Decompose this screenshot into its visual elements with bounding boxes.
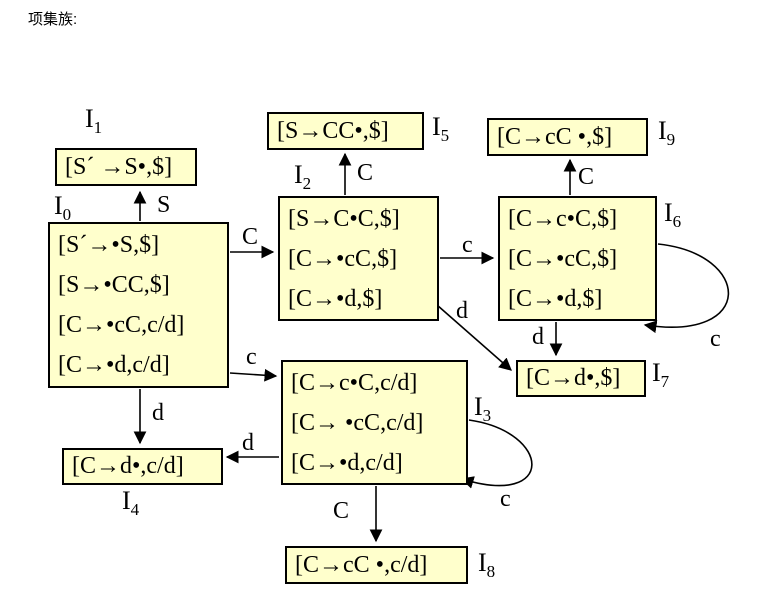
state-label-prefix: I	[652, 358, 661, 387]
arrow-i2-i7	[436, 304, 512, 371]
state-label-prefix: I	[54, 191, 63, 220]
edge-label-i0-i1: S	[157, 192, 171, 218]
state-label-sub: 5	[440, 126, 450, 146]
lr-item: [C→•d,c/d]	[291, 449, 403, 476]
state-label-prefix: I	[664, 198, 673, 227]
state-label-i5: I5	[432, 112, 449, 146]
state-box-i3: [C→c•C,c/d] [C→ •cC,c/d] [C→•d,c/d]	[281, 360, 468, 485]
lr-item: [S→•CC,$]	[58, 272, 170, 298]
state-box-i0: [S´→•S,$] [S→•CC,$] [C→•cC,c/d] [C→•d,c/…	[48, 222, 229, 388]
lr-item: [C→•cC,$]	[288, 245, 398, 272]
lr-item: [S´ →S•,$]	[65, 153, 173, 180]
lr-item: [C→c•C,$]	[508, 205, 618, 232]
state-label-prefix: I	[474, 392, 483, 421]
lr-item: [C→•d,$]	[288, 285, 383, 312]
edge-label-i6-i7: d	[532, 324, 544, 350]
edge-label-i0-i3: c	[246, 344, 257, 370]
state-label-sub: 1	[93, 118, 103, 138]
state-label-sub: 6	[672, 212, 682, 232]
state-box-i2: [S→C•C,$] [C→•cC,$] [C→•d,$]	[278, 196, 439, 321]
state-label-sub: 3	[482, 406, 492, 426]
lr-item: [C→d•,$]	[526, 365, 621, 391]
state-label-sub: 8	[486, 562, 496, 582]
lr-item: [C→•cC,c/d]	[58, 312, 185, 338]
state-label-prefix: I	[85, 104, 94, 133]
lr-item: [C→ •cC,c/d]	[291, 409, 424, 436]
state-label-prefix: I	[658, 116, 667, 145]
lr-item: [S→CC•,$]	[277, 117, 389, 144]
state-label-sub: 4	[130, 500, 140, 520]
edge-label-i0-i4: d	[152, 400, 164, 426]
edge-label-i6-loop: c	[710, 326, 721, 352]
edge-label-i3-i8: C	[333, 498, 350, 524]
lr-item: [C→•d,c/d]	[58, 352, 170, 378]
state-label-i2: I2	[294, 160, 311, 194]
edge-label-i6-i9: C	[578, 164, 595, 190]
arrow-i3-self-loop	[460, 419, 533, 489]
lr-item: [C→cC •,$]	[497, 123, 613, 150]
state-box-i9: [C→cC •,$]	[487, 118, 648, 156]
edge-label-i2-i6: c	[462, 232, 473, 258]
arrow-i0-i3	[229, 368, 278, 382]
lr-item: [S→C•C,$]	[288, 205, 400, 232]
state-label-i3: I3	[474, 392, 491, 426]
state-label-i4: I4	[122, 486, 139, 520]
state-label-sub: 7	[660, 372, 670, 392]
edge-label-i3-loop: c	[500, 486, 511, 512]
state-label-prefix: I	[432, 112, 441, 141]
state-label-prefix: I	[294, 160, 303, 189]
state-label-prefix: I	[122, 486, 131, 515]
state-box-i5: [S→CC•,$]	[267, 112, 424, 150]
state-label-i0: I0	[54, 191, 71, 225]
state-box-i1: [S´ →S•,$]	[55, 148, 197, 186]
state-label-i9: I9	[658, 116, 675, 150]
diagram-title: 项集族:	[28, 11, 78, 28]
state-label-i1: I1	[85, 104, 102, 138]
edge-label-i2-i5: C	[357, 160, 374, 186]
state-box-i6: [C→c•C,$] [C→•cC,$] [C→•d,$]	[498, 196, 657, 321]
lr-item: [C→cC •,c/d]	[295, 551, 428, 578]
state-label-i6: I6	[664, 198, 681, 232]
lr-item: [C→d•,c/d]	[72, 453, 184, 479]
edge-label-i3-i4: d	[242, 430, 254, 456]
state-box-i4: [C→d•,c/d]	[62, 448, 223, 485]
state-box-i7: [C→d•,$]	[516, 360, 646, 397]
lr-item: [C→•d,$]	[508, 285, 603, 312]
state-label-i7: I7	[652, 358, 669, 392]
state-label-sub: 0	[62, 205, 72, 225]
lr-item: [C→•cC,$]	[508, 245, 618, 272]
edge-label-i0-i2: C	[242, 224, 259, 250]
edge-label-i2-i7: d	[456, 298, 468, 324]
lr-item: [S´→•S,$]	[58, 232, 160, 258]
arrow-i6-self-loop	[643, 243, 730, 334]
state-label-sub: 2	[302, 174, 312, 194]
state-label-i8: I8	[478, 548, 495, 582]
state-label-sub: 9	[666, 130, 676, 150]
state-label-prefix: I	[478, 548, 487, 577]
state-box-i8: [C→cC •,c/d]	[285, 546, 468, 584]
lr-item: [C→c•C,c/d]	[291, 369, 418, 396]
